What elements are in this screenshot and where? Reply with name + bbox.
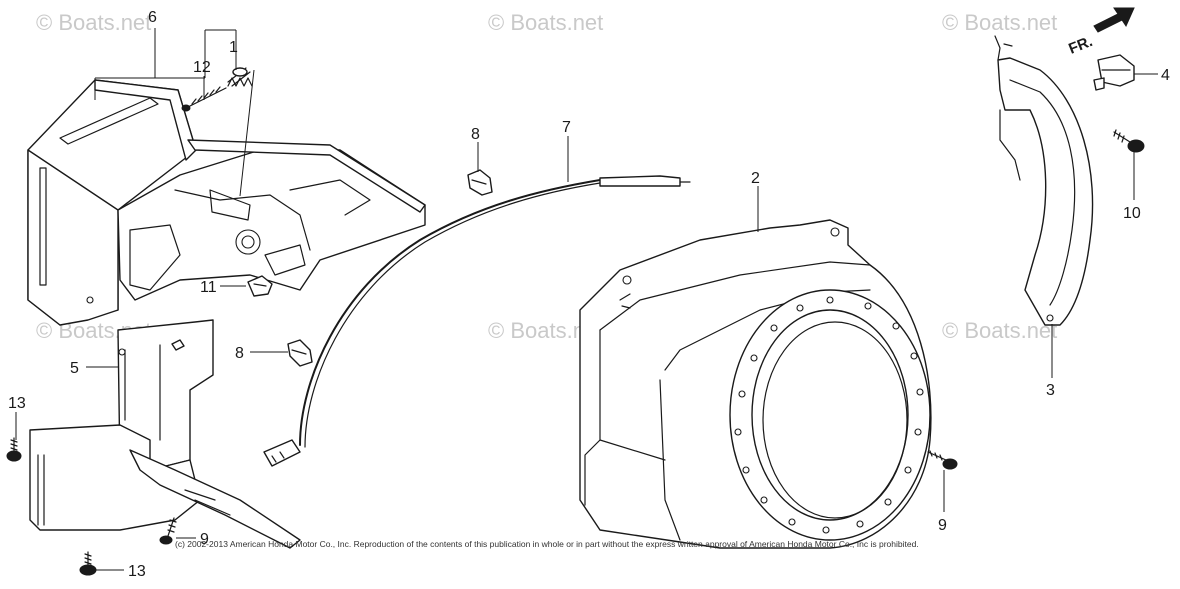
front-direction-indicator: FR. [1066, 7, 1135, 58]
part-4-clip[interactable] [1093, 54, 1135, 91]
callout-3: 3 [1046, 382, 1055, 399]
callout-4: 4 [1161, 67, 1170, 84]
part-6-air-guide-cover[interactable] [27, 79, 426, 326]
callout-7: 7 [562, 119, 571, 136]
callout-1: 1 [229, 39, 238, 56]
watermark-top-center: © Boats.net [488, 10, 603, 35]
part-13-bolt-upper[interactable] [6, 437, 22, 462]
front-arrow-icon [1093, 7, 1135, 33]
part-5-baffle-plate[interactable] [29, 319, 301, 549]
callout-6: 6 [148, 9, 157, 26]
watermark-top-right: © Boats.net [942, 10, 1057, 35]
part-3-air-guide-plate[interactable] [994, 35, 1094, 326]
callout-2: 2 [751, 170, 760, 187]
part-1-spring[interactable] [227, 67, 253, 87]
part-7-control-cable[interactable] [263, 175, 691, 467]
part-8-clamp-left[interactable] [287, 339, 313, 367]
leader-lines [15, 28, 1158, 571]
watermarks: © Boats.net © Boats.net © Boats.net © Bo… [36, 10, 1057, 343]
callout-13-lower: 13 [128, 563, 146, 580]
part-13-bolt-lower[interactable] [79, 551, 97, 576]
watermark-top-left: © Boats.net [36, 10, 151, 35]
callout-9-left: 9 [200, 531, 209, 548]
copyright-notice: (c) 2002-2013 American Honda Motor Co., … [175, 539, 919, 549]
part-11-clip[interactable] [247, 275, 273, 297]
callout-labels: 6 1 12 11 8 8 7 2 5 13 13 9 9 3 4 10 [8, 9, 1170, 580]
callout-8-left: 8 [235, 345, 244, 362]
part-9-bolt-left[interactable] [159, 517, 177, 545]
part-2-fan-cover[interactable] [579, 219, 932, 549]
callout-11: 11 [200, 279, 217, 296]
callout-9-right: 9 [938, 517, 947, 534]
callout-12: 12 [193, 59, 211, 76]
watermark-mid-right: © Boats.net [942, 318, 1057, 343]
callout-8-top: 8 [471, 126, 480, 143]
callout-13-upper: 13 [8, 395, 26, 412]
fan-cover-bolt-holes [734, 296, 924, 534]
callout-5: 5 [70, 360, 79, 377]
front-direction-label: FR. [1066, 33, 1095, 58]
callout-10: 10 [1123, 205, 1141, 222]
part-10-bolt[interactable] [1113, 129, 1145, 153]
part-12-screw[interactable] [181, 86, 227, 112]
part-9-bolt-right[interactable] [927, 450, 958, 470]
part-8-clamp-top[interactable] [467, 169, 493, 196]
